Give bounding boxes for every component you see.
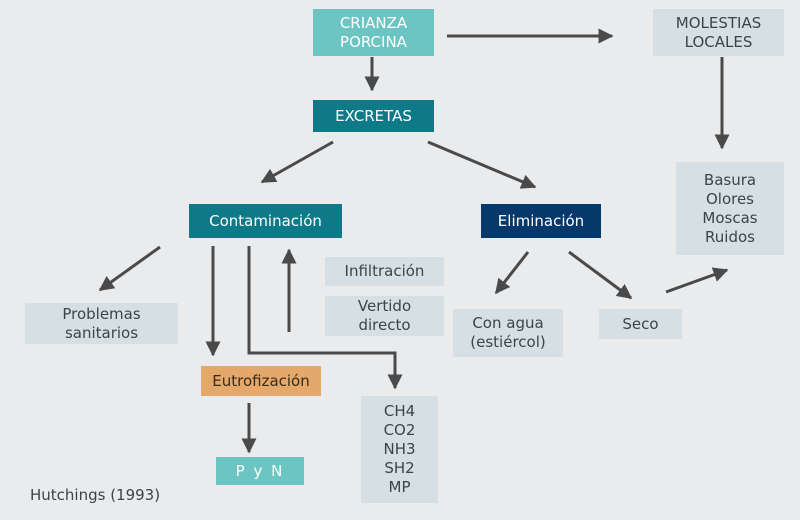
arrow-excretas-to-eliminacion — [427, 140, 537, 189]
node-vertido-directo: Vertido directo — [325, 296, 444, 336]
node-crianza-line-2: PORCINA — [340, 32, 407, 51]
node-molestias-line-1: MOLESTIAS — [675, 13, 762, 32]
node-gases-line-3: NH3 — [383, 440, 416, 458]
node-contaminacion-label: Contaminación — [209, 211, 322, 230]
node-vertido-line-2: directo — [358, 316, 411, 334]
node-con-agua-line-1: Con agua — [472, 314, 544, 332]
node-crianza-porcina: CRIANZA PORCINA — [313, 9, 434, 56]
node-crianza-line-1: CRIANZA — [339, 13, 408, 32]
node-gases-line-5: MP — [388, 478, 411, 496]
node-infiltracion: Infiltración — [325, 257, 444, 286]
node-pyn-label: P y N — [235, 461, 285, 480]
node-con-agua-line-2: (estiércol) — [470, 333, 546, 351]
source-caption: Hutchings (1993) — [30, 486, 161, 504]
node-gases-line-4: SH2 — [384, 459, 415, 477]
node-seco-label: Seco — [622, 314, 659, 333]
node-basura-olores-moscas-ruidos: Basura Olores Moscas Ruidos — [676, 162, 784, 255]
node-basura-line-3: Moscas — [702, 208, 758, 227]
node-gases: CH4 CO2 NH3 SH2 MP — [361, 396, 438, 503]
node-p-y-n: P y N — [216, 457, 304, 485]
node-problemas-line-2: sanitarios — [64, 323, 139, 342]
node-seco: Seco — [599, 309, 682, 339]
arrow-eliminacion-to-seco — [568, 250, 633, 300]
node-basura-line-1: Basura — [703, 170, 757, 189]
node-eliminacion-label: Eliminación — [497, 211, 585, 230]
node-con-agua: Con agua (estiércol) — [453, 309, 563, 357]
node-contaminacion: Contaminación — [189, 204, 342, 238]
node-molestias-line-2: LOCALES — [684, 32, 753, 51]
arrow-contaminacion-to-gases — [247, 246, 403, 390]
node-gases-line-1: CH4 — [383, 402, 416, 420]
node-gases-line-2: CO2 — [383, 421, 416, 439]
node-eutrofizacion: Eutrofización — [201, 366, 321, 396]
node-problemas-sanitarios: Problemas sanitarios — [25, 303, 178, 344]
node-eutrofizacion-label: Eutrofización — [212, 371, 310, 390]
node-eliminacion: Eliminación — [481, 204, 601, 238]
node-basura-line-4: Ruidos — [705, 227, 755, 246]
arrow-eliminacion-to-con-agua — [494, 251, 530, 295]
node-basura-line-2: Olores — [705, 189, 755, 208]
node-vertido-line-1: Vertido — [357, 297, 412, 315]
node-problemas-line-1: Problemas — [62, 304, 141, 323]
node-infiltracion-label: Infiltración — [344, 262, 425, 280]
arrow-seco-to-basura — [665, 267, 729, 294]
node-molestias-locales: MOLESTIAS LOCALES — [653, 9, 784, 56]
node-excretas-label: EXCRETAS — [335, 106, 412, 125]
node-excretas: EXCRETAS — [313, 100, 434, 132]
arrow-contaminacion-to-problemas — [98, 245, 161, 292]
arrow-excretas-to-contaminacion — [260, 140, 334, 184]
